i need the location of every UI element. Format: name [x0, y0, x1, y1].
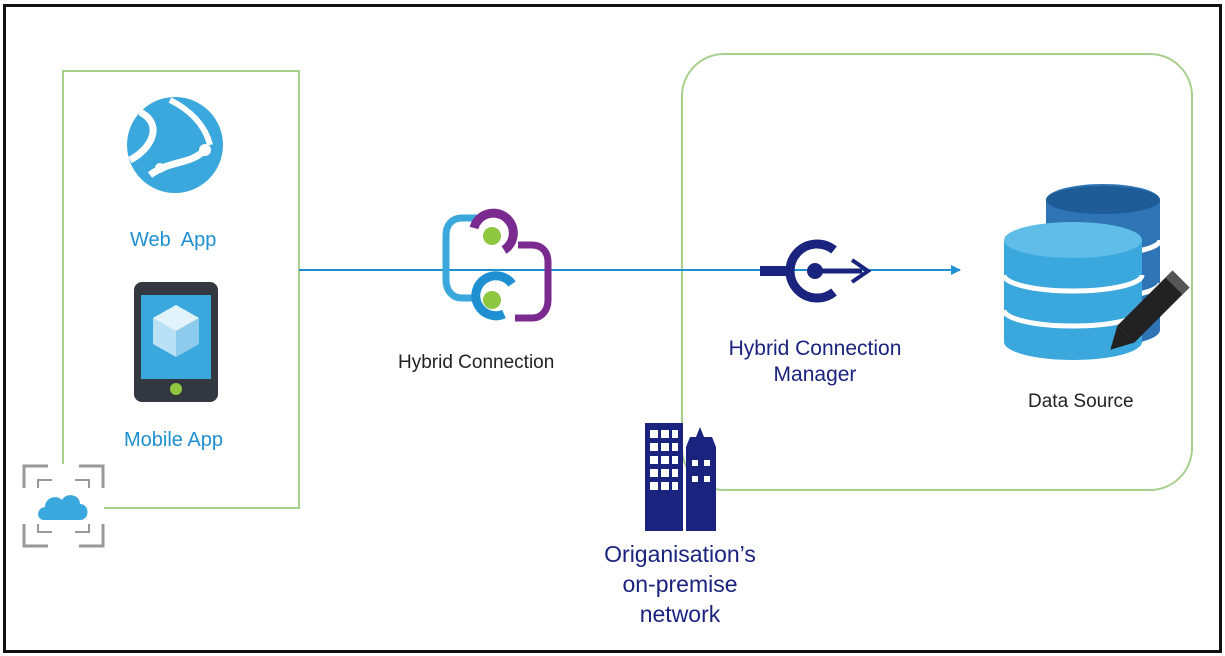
- cloud-app-container: [62, 70, 300, 509]
- hybrid-connection-label: Hybrid Connection: [398, 352, 555, 373]
- data-source-label: Data Source: [1028, 391, 1134, 412]
- web-app-label: Web App: [130, 229, 217, 251]
- on-premise-label-line1: Origanisation’s: [604, 541, 756, 567]
- database-icon: [1001, 184, 1190, 360]
- office-building-icon: [645, 423, 716, 531]
- hcm-label-line1: Hybrid Connection: [728, 337, 902, 360]
- on-premise-label-line3: network: [639, 600, 721, 627]
- connection-manager-icon: [760, 239, 872, 303]
- hybrid-connection-icon: [442, 208, 552, 322]
- on-premise-label-line2: on-premise: [622, 570, 738, 597]
- hybrid-connection-manager-label: Hybrid Connection Manager: [700, 336, 930, 389]
- on-premise-container: [681, 53, 1193, 491]
- diagram-frame: [3, 4, 1222, 653]
- globe-icon: [127, 97, 223, 193]
- on-premise-label: Origanisation’s on-premise network: [575, 540, 785, 630]
- hcm-label-line2: Manager: [773, 363, 857, 387]
- cloud-icon: [22, 464, 105, 548]
- mobile-phone-icon: [134, 282, 218, 402]
- mobile-app-label: Mobile App: [124, 429, 223, 451]
